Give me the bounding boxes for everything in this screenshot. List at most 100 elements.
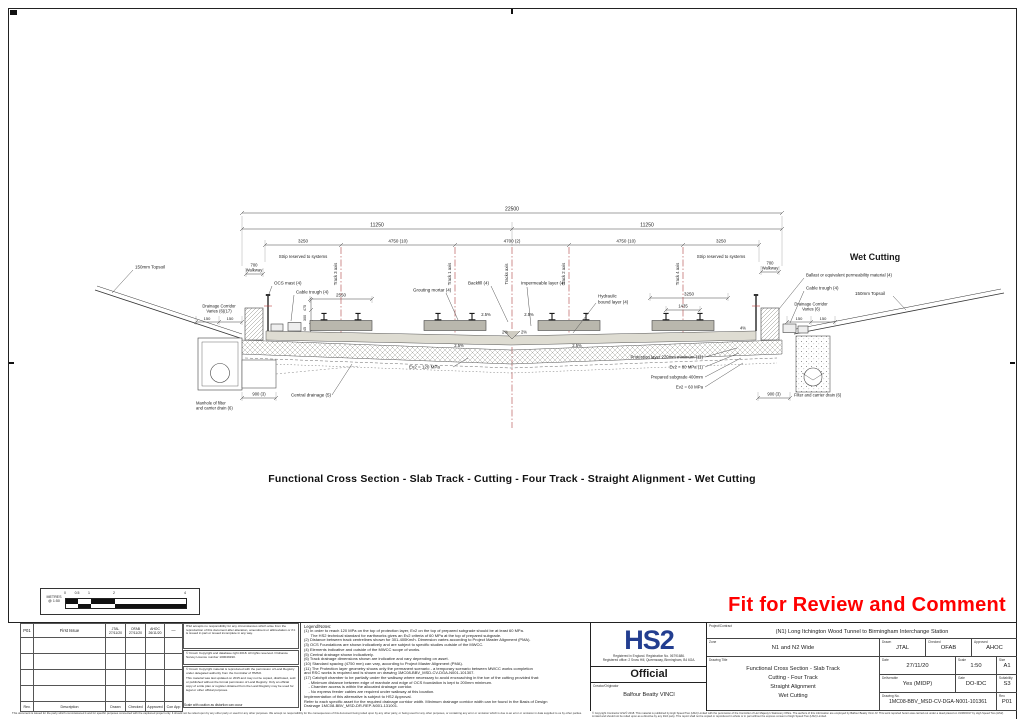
revision-table: P01 First Issue JTAL 27/11/20 OFAB 27/11… [20, 623, 183, 712]
revision-header-row: Rev. Description Drawn Checked Approved … [20, 701, 183, 712]
leader-lines [111, 269, 907, 396]
frame-right-tick [1010, 362, 1015, 364]
frame-left-tick [9, 362, 14, 364]
slope-25-label-c: 2.5% [454, 343, 464, 348]
approved-value: AHOC [986, 645, 1003, 651]
legend-notes: Legend/Notes: (1) In order to reach 120 … [300, 623, 590, 711]
protection-layer-label: Protection layer 220mm minimum (11) [630, 355, 703, 360]
frame-top-tick [511, 9, 513, 14]
date-value: 27/11/20 [906, 663, 929, 669]
cutting-slopes [94, 285, 1005, 339]
drawing-title-line-3: Straight Alignment [770, 684, 816, 690]
slope-2-label-b: 2% [521, 330, 527, 335]
hydraulic-layer-label-2: bound layer (4) [598, 300, 629, 305]
suitability-cell: Suitability S3 [996, 675, 1017, 693]
legend-line: (3) OCS Foundations are shown indicative… [304, 642, 484, 648]
dim-walkway-left: 700 [251, 263, 259, 268]
rev-checked-name: OFAB [130, 626, 141, 631]
revision-row: P01 First Issue JTAL 27/11/20 OFAB 27/11… [20, 623, 183, 638]
hs2-registration-2: Registered office: 2 Snow Hill, Queenswa… [602, 657, 696, 662]
legend-line: (4) Elements indicative and outside of t… [304, 646, 421, 652]
hs2-logo: HS2 [624, 625, 675, 655]
grouting-mortar-label: Grouting mortar (4) [413, 288, 452, 293]
scale-cell: Scale 1:50 [955, 657, 996, 675]
left-walkway-wall [244, 307, 264, 341]
rev-value: P01 [20, 623, 34, 638]
legend-line: Drainage 1MC08-BBV_MSD-DR-REP-N001-13100… [304, 703, 399, 709]
dim-spacing-right: 4750 (10) [616, 239, 636, 244]
size-cell: Size A1 [996, 657, 1017, 675]
rev-cell: Rev. P01 [996, 693, 1017, 711]
drainage-corridor-left-label-1: Drainage Corridor [202, 304, 236, 309]
right-topsoil-line [790, 288, 1002, 331]
backfill-label: Backfill (4) [468, 281, 490, 286]
dim-475: 475 [303, 305, 307, 311]
gate-value: DO-IDC [965, 681, 987, 687]
ballast-label: Ballast or equivalent permeability mater… [806, 273, 893, 278]
deliverable-cell: Deliverable Yes (MIDP) [879, 675, 955, 693]
section-heading: Wet Cutting [850, 252, 900, 262]
size-value: A1 [1003, 663, 1011, 669]
drawing-title-label: Drawing Title [709, 658, 728, 662]
dim-3250-track4: 3250 [684, 292, 695, 297]
track2-axis-label: Track 2 axis [561, 263, 566, 285]
scale-label: Scale [958, 658, 966, 662]
legend-line: (11) The Protection layer geometry shows… [304, 665, 533, 671]
strip-reserved-left-label: Strip reserved to systems [279, 254, 327, 259]
ev2-60-label: Ev2 = 60 MPa [676, 385, 704, 390]
gate-cell: Gate DO-IDC [955, 675, 996, 693]
rev-approved-date: 26/11/20 [148, 630, 162, 635]
strip-reserved-right-label: Strip reserved to systems [697, 254, 745, 259]
rev-header: Rev. [20, 701, 34, 712]
dim-spacing-center: 4700 (2) [504, 239, 521, 244]
drainage-corridor-right-label-2: Varies (6) [802, 307, 820, 312]
drawn-cell: Drawn JTAL [879, 639, 925, 657]
drawing-title-line-2: Cutting - Four Track [768, 675, 818, 681]
approved-cell: Approved AHOC [971, 639, 1017, 657]
legend-line: - Chamber access is within the allocated… [304, 684, 413, 690]
slope-25-label-b: 2.5% [524, 312, 534, 317]
filter-drain-label: Filter and carrier drain (6) [794, 393, 842, 398]
legend-line: Refer to each specific asset for the req… [304, 698, 548, 704]
suitability-value: S3 [1003, 681, 1011, 687]
frame-corner-mark [10, 10, 17, 15]
land-registry-note: © Crown Copyright material is reproduced… [183, 666, 299, 708]
scale-caution-note: Scale with caution as distortion can occ… [184, 703, 243, 707]
hydraulic-layer-label-1: Hydraulic [598, 294, 618, 299]
land-registry-note-1: © Crown Copyright material is reproduced… [186, 667, 295, 675]
dim-150-right-b: 150 [820, 316, 827, 321]
footer-disclaimer: This document is issued for the party wh… [12, 711, 582, 715]
right-mast-cap [753, 294, 759, 296]
dim-spacing-left: 4750 (10) [388, 239, 408, 244]
left-slope-line [94, 289, 241, 339]
drawing-no-value: 1MC08-BBV_MSD-CV-DGA-N001-101361 [888, 699, 988, 705]
con-app-header: Con App [164, 701, 183, 712]
ev2-80-label: Ev2 = 80 MPa (1) [669, 365, 703, 370]
zone-label: Zone [709, 640, 717, 644]
dim-150-left-a: 150 [204, 316, 211, 321]
central-drain-dashed [275, 365, 361, 375]
approved-label: Approved [974, 640, 988, 644]
deliverable-value: Yes (MIDP) [902, 681, 933, 687]
gate-label: Gate [958, 676, 965, 680]
checked-label: Checked [928, 640, 941, 644]
legend-line: - Minimum distance between edge of manho… [304, 679, 493, 685]
ocs-mast-label: OCS mast (4) [274, 281, 302, 286]
legend-title: Legend/Notes: [304, 624, 332, 629]
drawing-title-cell: Drawing Title Functional Cross Section -… [707, 657, 879, 711]
rev-approved-name: AHOC [150, 626, 160, 631]
date-label: Date [882, 658, 889, 662]
manhole-label-2: and carrier drain (6) [196, 406, 233, 411]
size-label: Size [999, 658, 1006, 662]
ev2-120-label: Ev2 = 120 MPa [409, 365, 440, 370]
slope-4-label: 4% [740, 326, 746, 331]
cable-trough-left-label: Cable trough (4) [296, 290, 329, 295]
drainage-corridor-right-label-1: Drainage Corridor [794, 302, 828, 307]
rev-con-app: — [164, 623, 183, 638]
dim-half-left: 11250 [370, 223, 384, 229]
drawing-title-line-4: Wet Cutting [778, 693, 808, 699]
drawing-title-line-1: Functional Cross Section - Slab Track [746, 666, 840, 672]
zone-value: N1 and N2 Wide [771, 645, 815, 651]
manhole-cover [210, 363, 230, 383]
